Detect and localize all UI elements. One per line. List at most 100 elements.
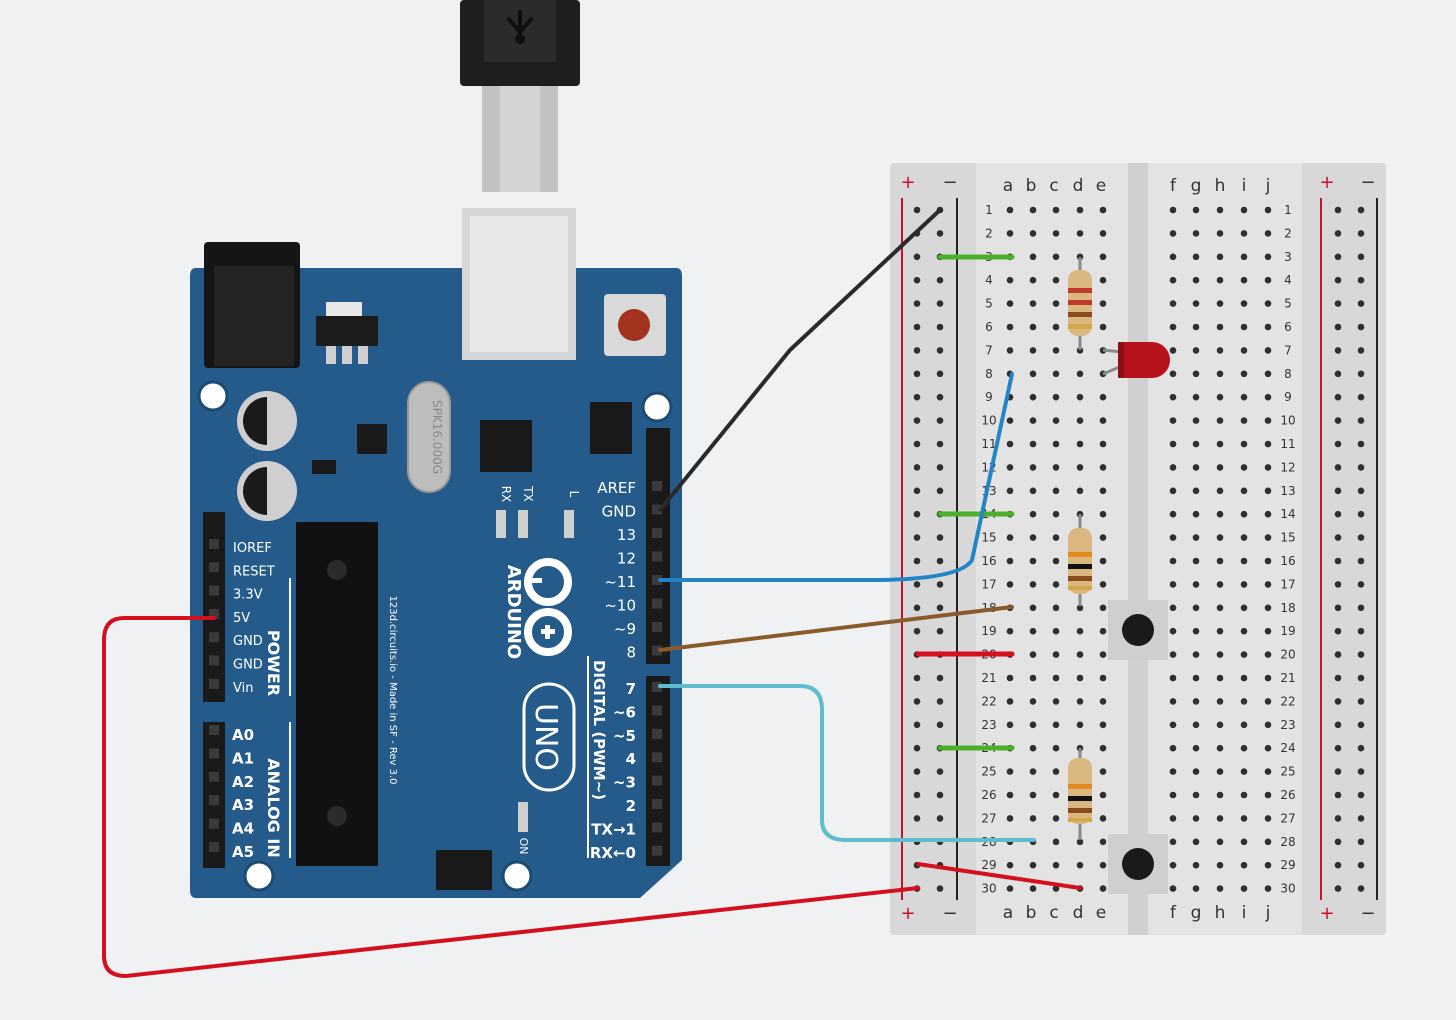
breadboard-hole[interactable]: [1029, 721, 1037, 729]
breadboard-hole[interactable]: [936, 417, 944, 424]
breadboard-hole[interactable]: [1192, 323, 1200, 331]
breadboard-hole[interactable]: [1334, 300, 1342, 307]
breadboard-hole[interactable]: [1169, 534, 1177, 541]
power-header[interactable]: [203, 512, 225, 702]
breadboard-hole[interactable]: [1192, 230, 1200, 237]
breadboard-hole[interactable]: [1006, 464, 1014, 471]
breadboard-hole[interactable]: [1192, 698, 1200, 705]
breadboard-hole[interactable]: [1099, 815, 1107, 822]
breadboard-hole[interactable]: [1169, 791, 1177, 799]
breadboard-hole[interactable]: [1192, 534, 1200, 541]
breadboard-hole[interactable]: [1099, 253, 1107, 261]
breadboard-hole[interactable]: [1052, 393, 1060, 401]
breadboard-hole[interactable]: [1099, 838, 1107, 846]
breadboard-hole[interactable]: [1029, 440, 1037, 448]
breadboard-hole[interactable]: [1240, 370, 1248, 378]
breadboard-hole[interactable]: [1240, 698, 1248, 705]
breadboard-hole[interactable]: [1334, 744, 1342, 752]
breadboard-hole[interactable]: [1099, 276, 1107, 284]
breadboard-hole[interactable]: [1216, 674, 1224, 682]
pin-socket[interactable]: [652, 799, 662, 809]
breadboard-hole[interactable]: [1169, 885, 1177, 892]
breadboard-hole[interactable]: [913, 464, 921, 471]
breadboard-hole[interactable]: [1334, 698, 1342, 705]
breadboard-hole[interactable]: [1334, 253, 1342, 261]
breadboard-hole[interactable]: [1029, 815, 1037, 822]
breadboard-hole[interactable]: [913, 347, 921, 354]
breadboard-hole[interactable]: [1357, 674, 1365, 682]
breadboard-hole[interactable]: [1240, 861, 1248, 869]
breadboard-hole[interactable]: [1216, 791, 1224, 799]
breadboard-hole[interactable]: [1334, 651, 1342, 658]
breadboard-hole[interactable]: [1006, 323, 1014, 331]
breadboard-hole[interactable]: [1169, 627, 1177, 635]
breadboard-hole[interactable]: [1029, 768, 1037, 775]
breadboard-hole[interactable]: [1169, 744, 1177, 752]
breadboard-hole[interactable]: [1192, 510, 1200, 518]
breadboard-hole[interactable]: [1357, 651, 1365, 658]
breadboard-hole[interactable]: [1216, 347, 1224, 354]
breadboard-hole[interactable]: [1264, 440, 1272, 448]
breadboard-hole[interactable]: [1052, 815, 1060, 822]
breadboard-hole[interactable]: [1169, 604, 1177, 612]
breadboard-hole[interactable]: [913, 510, 921, 518]
breadboard-hole[interactable]: [1029, 698, 1037, 705]
breadboard-hole[interactable]: [1192, 791, 1200, 799]
breadboard-hole[interactable]: [1240, 768, 1248, 775]
breadboard-hole[interactable]: [1006, 487, 1014, 495]
led-red[interactable]: [1102, 342, 1170, 378]
breadboard-hole[interactable]: [913, 604, 921, 612]
breadboard-hole[interactable]: [1006, 276, 1014, 284]
breadboard-hole[interactable]: [1334, 721, 1342, 729]
breadboard-hole[interactable]: [913, 206, 921, 214]
breadboard-hole[interactable]: [1169, 300, 1177, 307]
breadboard-hole[interactable]: [913, 534, 921, 541]
breadboard-hole[interactable]: [1240, 323, 1248, 331]
breadboard-hole[interactable]: [913, 698, 921, 705]
wire-gnd-black[interactable]: [658, 208, 942, 512]
breadboard-hole[interactable]: [1334, 347, 1342, 354]
breadboard-hole[interactable]: [1099, 768, 1107, 775]
breadboard-hole[interactable]: [913, 768, 921, 775]
breadboard-hole[interactable]: [1264, 581, 1272, 588]
breadboard-hole[interactable]: [1240, 838, 1248, 846]
breadboard-hole[interactable]: [1192, 651, 1200, 658]
breadboard-hole[interactable]: [1216, 440, 1224, 448]
arduino-board[interactable]: SPK16.000G ARDUINO UNO 123d.circuits.io …: [190, 208, 682, 898]
breadboard[interactable]: 1122334455667788991010111112121313141415…: [890, 163, 1386, 935]
breadboard-hole[interactable]: [1052, 674, 1060, 682]
breadboard-hole[interactable]: [1099, 323, 1107, 331]
breadboard-hole[interactable]: [1029, 370, 1037, 378]
breadboard-hole[interactable]: [1076, 230, 1084, 237]
breadboard-hole[interactable]: [1029, 744, 1037, 752]
breadboard-hole[interactable]: [1099, 885, 1107, 892]
breadboard-hole[interactable]: [1192, 627, 1200, 635]
breadboard-hole[interactable]: [1264, 861, 1272, 869]
breadboard-hole[interactable]: [1264, 347, 1272, 354]
breadboard-hole[interactable]: [1264, 230, 1272, 237]
breadboard-hole[interactable]: [1357, 206, 1365, 214]
breadboard-hole[interactable]: [1169, 581, 1177, 588]
breadboard-hole[interactable]: [1216, 417, 1224, 424]
breadboard-hole[interactable]: [936, 370, 944, 378]
breadboard-hole[interactable]: [1052, 744, 1060, 752]
breadboard-hole[interactable]: [1169, 440, 1177, 448]
pin-socket[interactable]: [209, 608, 219, 619]
breadboard-hole[interactable]: [1169, 206, 1177, 214]
breadboard-hole[interactable]: [1357, 440, 1365, 448]
breadboard-hole[interactable]: [1029, 206, 1037, 214]
breadboard-hole[interactable]: [1099, 651, 1107, 658]
breadboard-hole[interactable]: [1240, 510, 1248, 518]
breadboard-hole[interactable]: [913, 674, 921, 682]
breadboard-hole[interactable]: [1240, 604, 1248, 612]
breadboard-hole[interactable]: [1076, 440, 1084, 448]
breadboard-hole[interactable]: [936, 885, 944, 892]
breadboard-hole[interactable]: [1052, 230, 1060, 237]
breadboard-hole[interactable]: [1006, 230, 1014, 237]
pin-socket[interactable]: [652, 504, 662, 515]
breadboard-hole[interactable]: [1264, 768, 1272, 775]
breadboard-hole[interactable]: [1076, 651, 1084, 658]
breadboard-hole[interactable]: [1357, 744, 1365, 752]
breadboard-hole[interactable]: [913, 393, 921, 401]
breadboard-hole[interactable]: [1099, 393, 1107, 401]
